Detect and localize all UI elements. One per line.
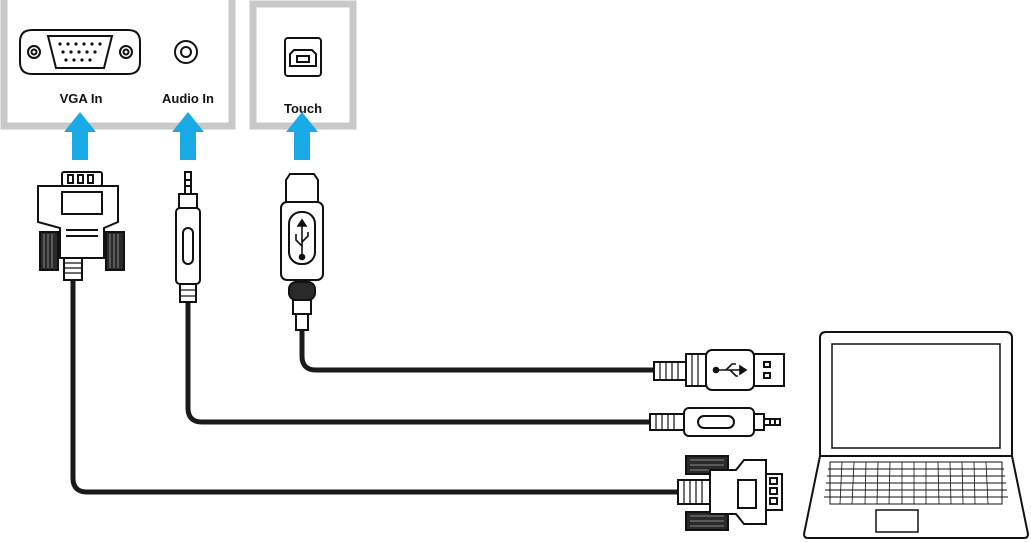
laptop-screen (831, 343, 1001, 449)
usb-b-port-icon (284, 37, 322, 77)
usb-a-plug-horizontal (653, 349, 785, 391)
audio-in-label: Audio In (162, 91, 214, 106)
usb-b-plug-vertical (280, 173, 324, 331)
cables (70, 277, 687, 495)
vga-cable (70, 277, 687, 495)
audio-plug-horizontal (649, 407, 781, 437)
arrows (64, 112, 318, 160)
panel-main-frame (0, 0, 236, 130)
vga-plug-horizontal (677, 455, 783, 531)
touch-label: Touch (284, 101, 322, 116)
laptop-touchpad (875, 509, 919, 533)
arrow-touch (286, 112, 318, 160)
audio-cable (185, 299, 657, 425)
audio-jack-icon (174, 40, 198, 64)
arrow-vga (64, 112, 96, 160)
display-input-panel (0, 0, 236, 130)
vga-plug-vertical (37, 171, 125, 281)
usb-icon (295, 218, 309, 261)
vga-port-icon (19, 29, 141, 75)
vga-in-label: VGA In (60, 91, 103, 106)
laptop-keyboard (824, 461, 1008, 505)
usb-cable (299, 327, 663, 373)
arrow-audio (172, 112, 204, 160)
laptop-icon (802, 331, 1030, 539)
audio-plug-vertical (175, 171, 201, 303)
